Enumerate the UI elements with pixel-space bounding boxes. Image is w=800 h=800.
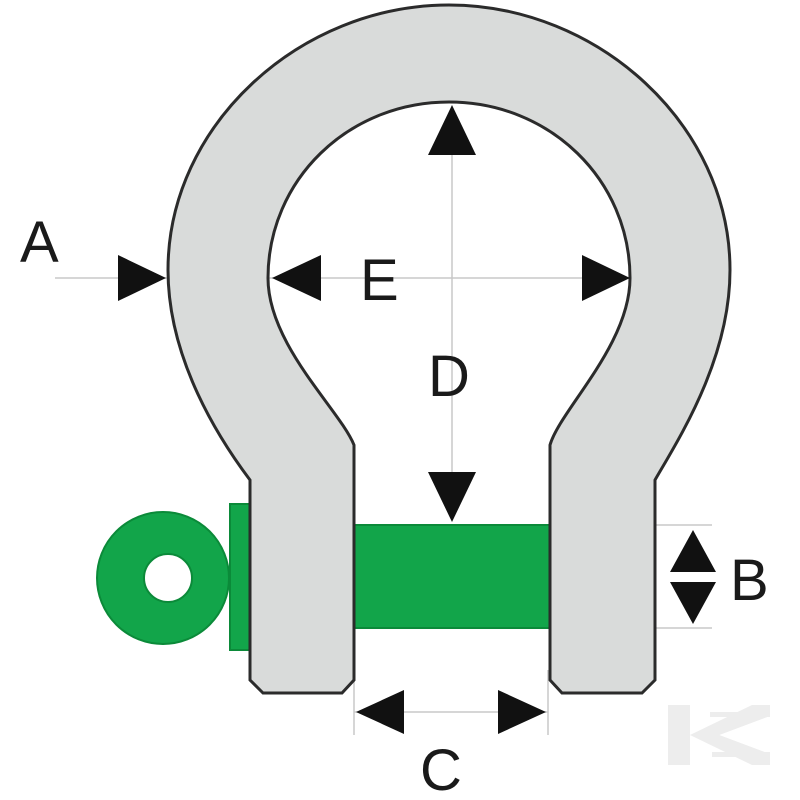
k-logo-icon <box>668 705 770 765</box>
arrow-a-right <box>118 255 166 301</box>
arrow-b-up <box>670 530 716 572</box>
label-d: D <box>428 344 470 409</box>
arrows <box>118 105 716 734</box>
arrow-d-down <box>428 472 476 522</box>
label-c: C <box>420 738 462 800</box>
label-b: B <box>730 548 769 613</box>
label-e: E <box>360 248 399 313</box>
arrow-b-down <box>670 582 716 624</box>
arrow-c-right <box>498 690 546 734</box>
arrow-e-right <box>582 255 630 301</box>
arrow-e-left <box>272 255 321 301</box>
shackle-body <box>166 3 732 695</box>
arrow-d-up <box>428 105 476 155</box>
pin-eye-hole <box>143 553 193 603</box>
arrow-c-left <box>356 690 404 734</box>
label-a: A <box>20 210 59 275</box>
